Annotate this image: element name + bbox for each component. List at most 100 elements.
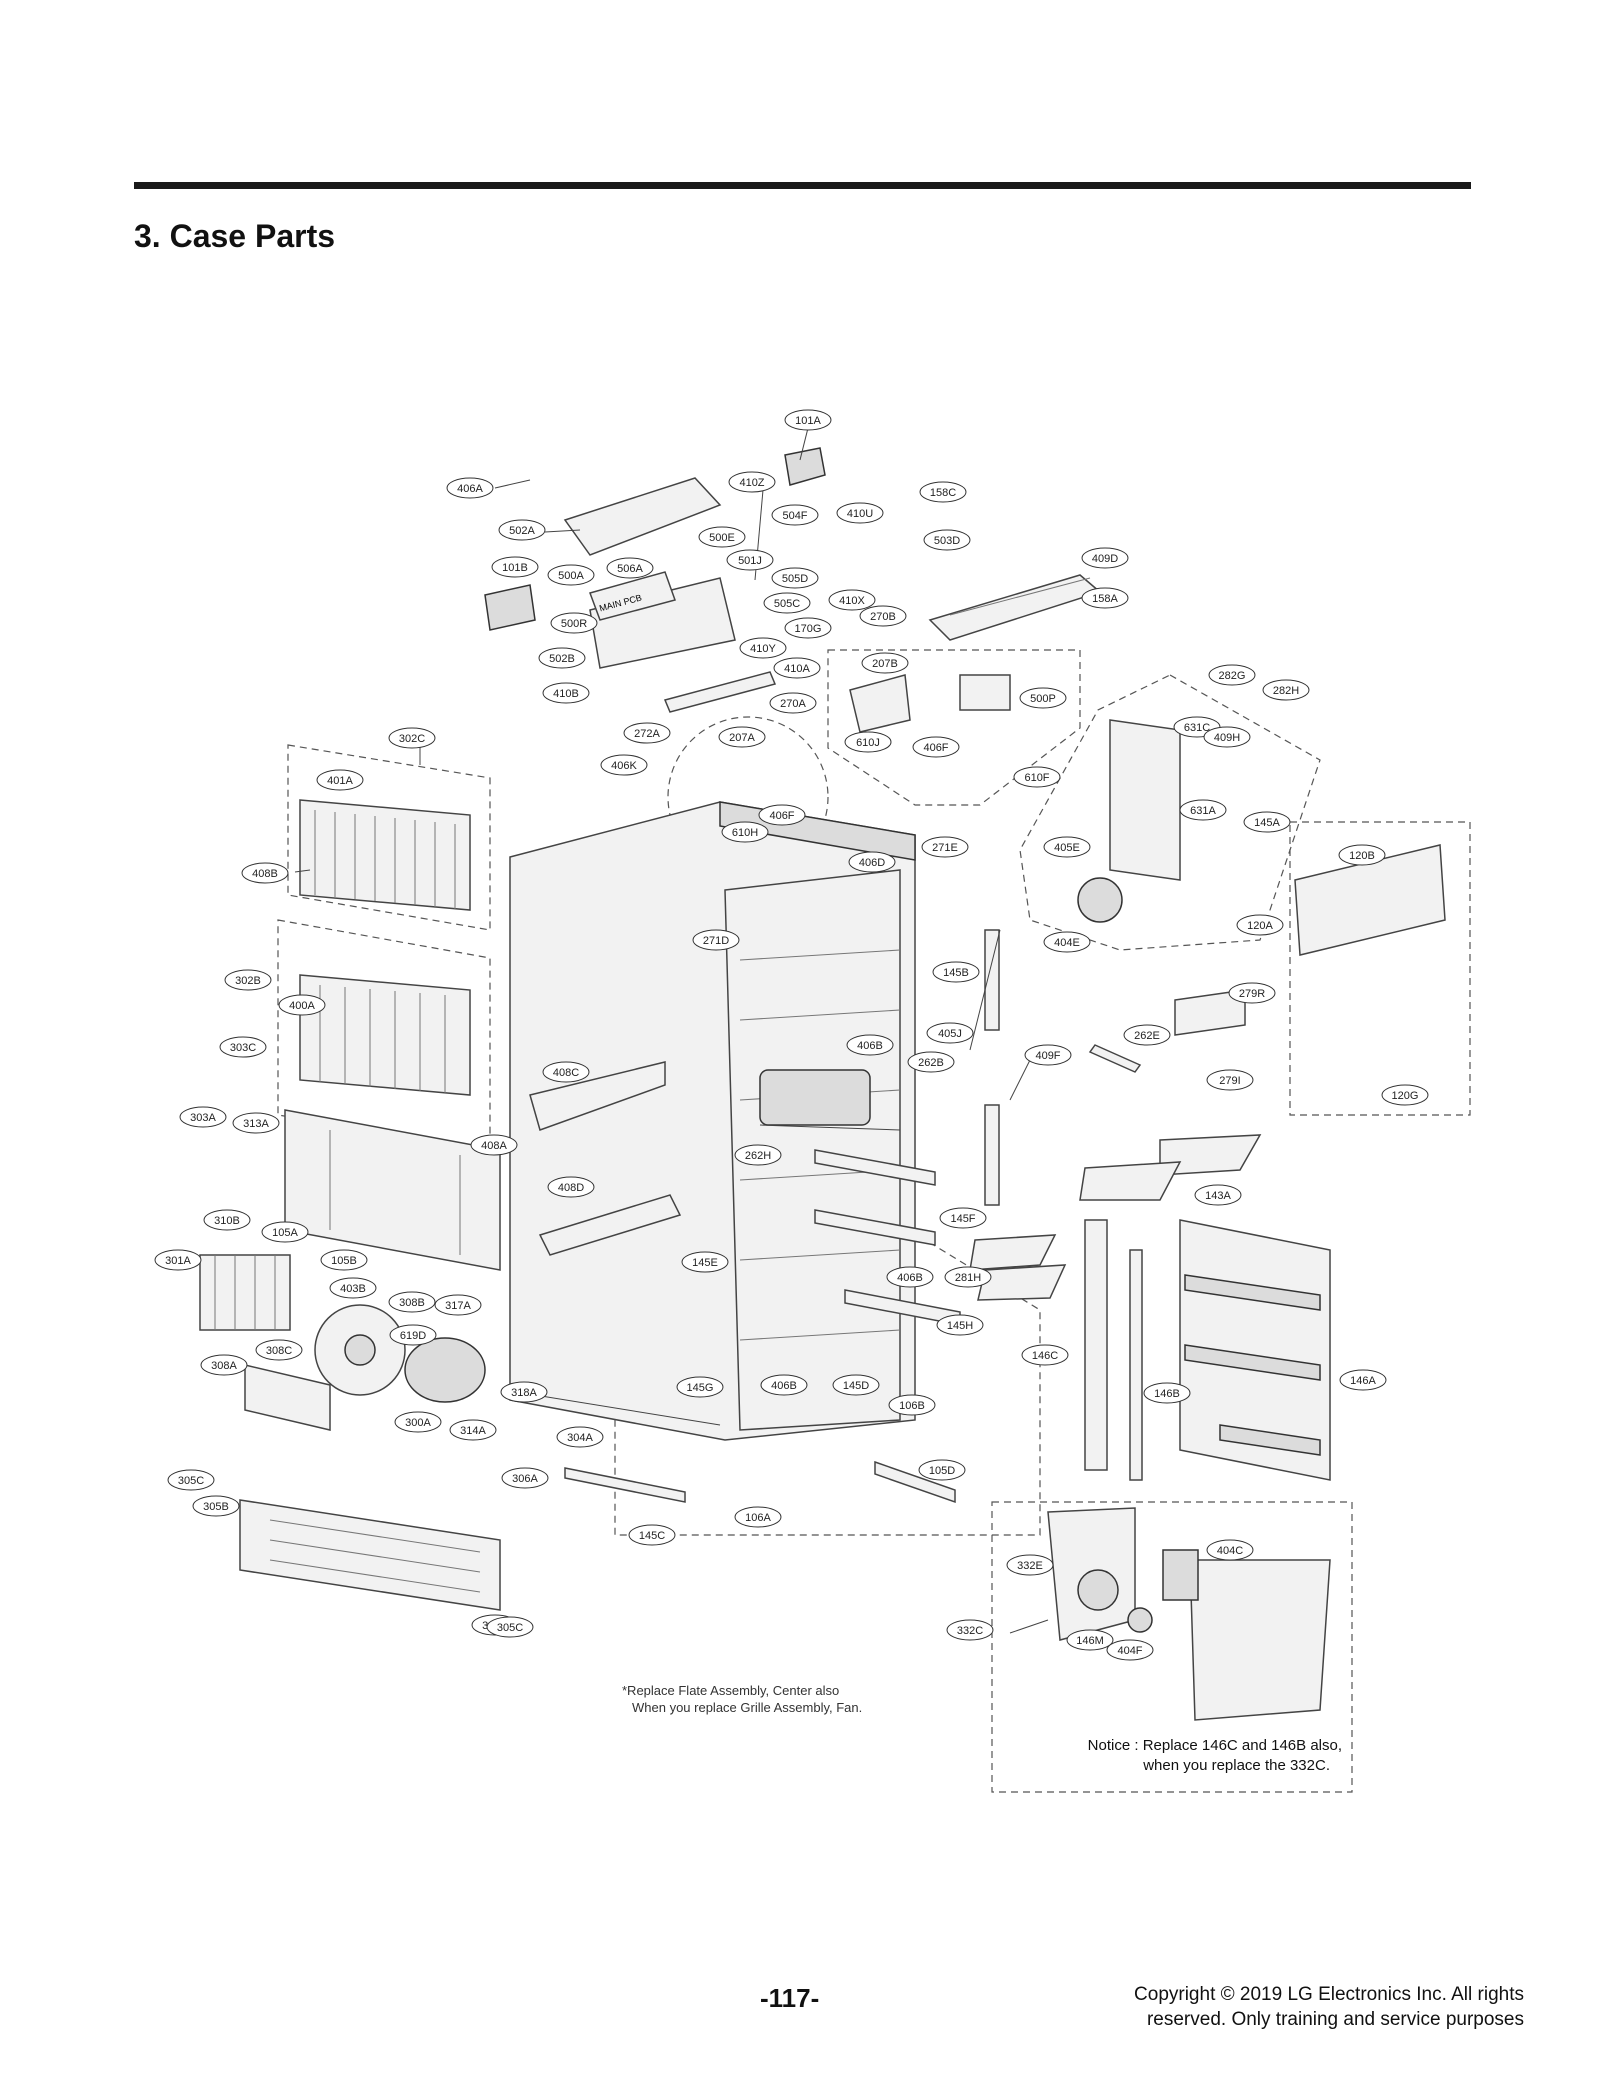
part-callout-bubble	[828, 589, 876, 611]
shelf-408c	[529, 1061, 666, 1131]
part-number-label: 506A	[617, 563, 643, 575]
part-callout-bubble	[1203, 726, 1251, 748]
part-callout-bubble	[154, 1249, 202, 1271]
part-number-label: 120B	[1349, 850, 1375, 862]
group-fan-duct	[1019, 674, 1321, 951]
part-callout-bubble	[1381, 1084, 1429, 1106]
rail-145f-2	[814, 1209, 936, 1246]
part-number-label: 404F	[1117, 1645, 1142, 1657]
part-callout-bubble	[784, 617, 832, 639]
part-callout-bubble	[542, 1061, 590, 1083]
part-number-label: 145F	[950, 1213, 975, 1225]
part-callout-bubble	[773, 657, 821, 679]
part-number-label: 505D	[782, 573, 808, 585]
part-callout-bubble	[936, 1314, 984, 1336]
shelf-408d	[538, 1194, 682, 1256]
part-callout-bubble	[769, 692, 817, 714]
part-callout-bubble	[542, 682, 590, 704]
part-number-label: 301A	[165, 1255, 191, 1267]
part-callout-bubble	[388, 727, 436, 749]
part-callout: 146M	[1066, 1629, 1114, 1651]
part-number-label: 145B	[943, 967, 969, 979]
part-callout: 300A	[394, 1411, 442, 1433]
part-number-label: 101B	[502, 562, 528, 574]
part-callout: 101B	[491, 556, 539, 578]
part-number-label: 270A	[780, 698, 806, 710]
part-callout: 406B	[760, 1374, 808, 1396]
part-callout: 410U	[836, 502, 884, 524]
cover-404c	[1189, 1559, 1331, 1721]
copyright: Copyright © 2019 LG Electronics Inc. All…	[1134, 1983, 1524, 2032]
part-callout: 410A	[773, 657, 821, 679]
wrench-262e	[1088, 1044, 1142, 1073]
part-callout-bubble	[434, 1294, 482, 1316]
part-number-label: 318A	[511, 1387, 537, 1399]
part-callout: 314A	[449, 1419, 497, 1441]
part-callout-bubble	[1194, 1184, 1242, 1206]
section-title: 3. Case Parts	[134, 218, 336, 254]
part-callout: 506A	[606, 557, 654, 579]
part-callout: 400A	[278, 994, 326, 1016]
part-number-label: 410X	[839, 595, 865, 607]
part-callout: 105D	[918, 1459, 966, 1481]
part-callout-bubble	[500, 1381, 548, 1403]
part-number-label: 308A	[211, 1360, 237, 1372]
part-callout-bubble	[556, 1426, 604, 1448]
part-callout: 409D	[1081, 547, 1129, 569]
part-callout-bubble	[446, 477, 494, 499]
part-callout: 500E	[698, 526, 746, 548]
part-number-label: 610J	[856, 737, 880, 749]
part-number-label: 401A	[327, 775, 353, 787]
part-number-label: 406B	[771, 1380, 797, 1392]
part-number-label: 408B	[252, 868, 278, 880]
part-callout-bubble	[1339, 1369, 1387, 1391]
part-callout: 500R	[550, 612, 598, 634]
part-number-label: 282H	[1273, 685, 1299, 697]
part-callout-bubble	[1243, 811, 1291, 833]
top-cover-parts: MAIN PCB	[484, 447, 1102, 733]
part-callout-bubble	[538, 647, 586, 669]
part-callout: 406B	[886, 1266, 934, 1288]
part-number-label: 143A	[1205, 1190, 1231, 1202]
part-number-label: 271E	[932, 842, 958, 854]
part-number-label: 146C	[1032, 1350, 1058, 1362]
part-number-label: 406B	[857, 1040, 883, 1052]
part-callout: 271D	[692, 929, 740, 951]
cover-143a-2	[1079, 1161, 1182, 1201]
part-callout: 279R	[1228, 982, 1276, 1004]
part-number-label: 410U	[847, 508, 873, 520]
part-number-label: 313A	[243, 1118, 269, 1130]
part-number-label: 281H	[955, 1272, 981, 1284]
part-number-label: 303A	[190, 1112, 216, 1124]
part-callout-bubble	[734, 1144, 782, 1166]
part-number-label: 207B	[872, 658, 898, 670]
part-number-label: 505C	[774, 598, 800, 610]
mullion-146c	[1084, 1219, 1108, 1471]
pcb-cover-101a	[784, 447, 826, 486]
part-callout-bubble	[932, 961, 980, 983]
part-callout-bubble	[1106, 1639, 1154, 1661]
part-callout-bubble	[498, 519, 546, 541]
part-callout: 318A	[500, 1381, 548, 1403]
part-number-label: 503D	[934, 535, 960, 547]
part-callout: 158A	[1081, 587, 1129, 609]
part-callout-bubble	[846, 1034, 894, 1056]
part-callout-bubble	[728, 471, 776, 493]
part-callout-bubble	[1024, 1044, 1072, 1066]
part-number-label: 500R	[561, 618, 587, 630]
part-callout-bubble	[681, 1251, 729, 1273]
part-number-label: 406F	[923, 742, 948, 754]
part-callout-bubble	[320, 1249, 368, 1271]
part-callout: 403B	[329, 1277, 377, 1299]
group-332c-duct	[991, 1501, 1353, 1793]
part-callout: 308A	[200, 1354, 248, 1376]
part-callout: 332C	[946, 1619, 994, 1641]
part-number-label: 105B	[331, 1255, 357, 1267]
part-callout: 301A	[154, 1249, 202, 1271]
part-number-label: 158A	[1092, 593, 1118, 605]
motor-404c	[1162, 1549, 1199, 1601]
part-number-label: 145C	[639, 1530, 665, 1542]
part-callout-bubble	[329, 1277, 377, 1299]
